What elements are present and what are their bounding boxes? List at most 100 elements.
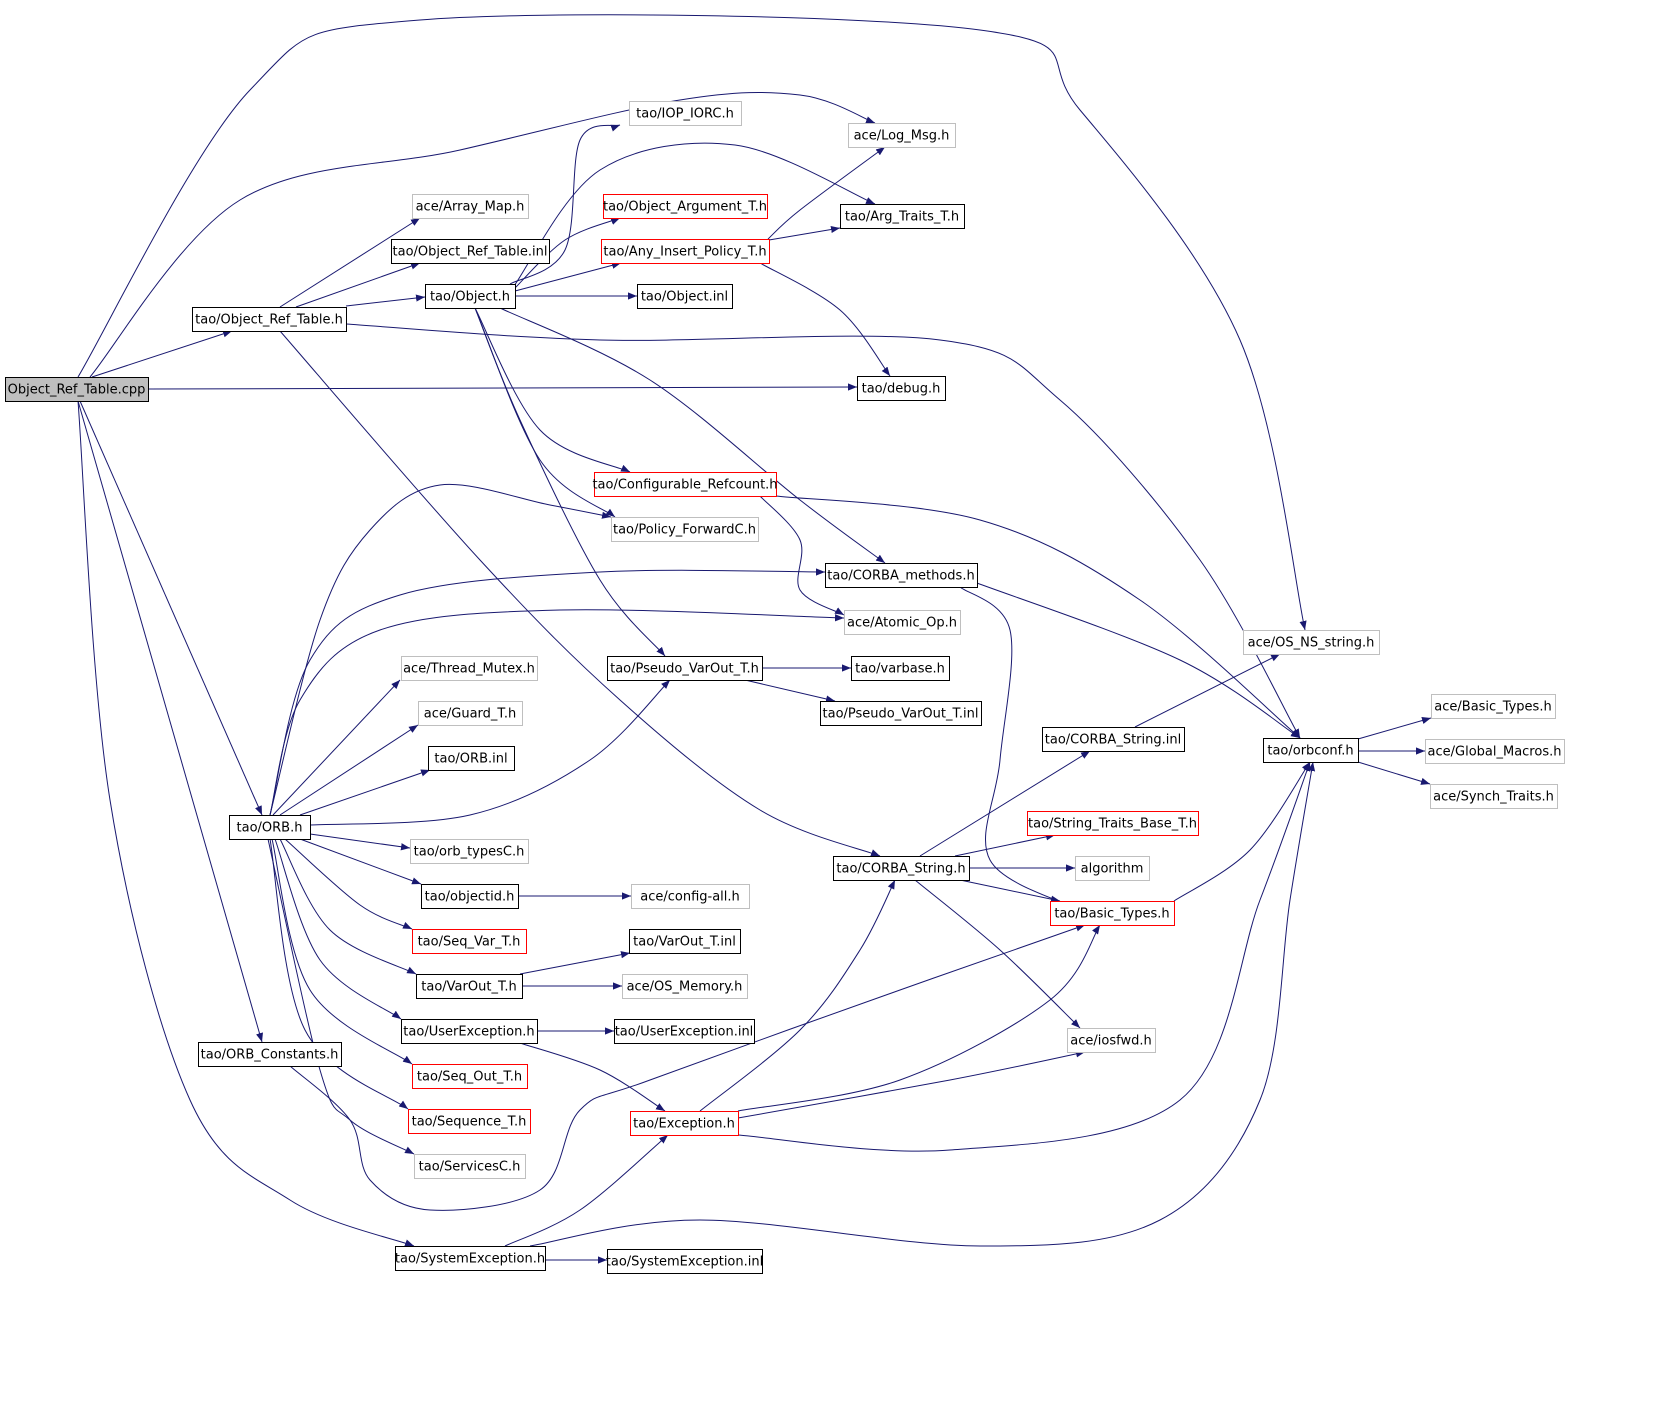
edge-corba_string-to-corba_string_inl <box>919 750 1091 857</box>
node-box <box>412 194 529 219</box>
node-object-h[interactable]: tao/Object.h <box>425 284 516 309</box>
node-corba-string-inl[interactable]: tao/CORBA_String.inl <box>1042 727 1185 752</box>
node-iop-iorc[interactable]: tao/IOP_IORC.h <box>629 101 742 126</box>
node-seq-out[interactable]: tao/Seq_Out_T.h <box>412 1064 528 1089</box>
node-algorithm[interactable]: algorithm <box>1075 856 1150 881</box>
node-label: tao/VarOut_T.h <box>421 980 516 995</box>
node-exception[interactable]: tao/Exception.h <box>630 1111 739 1136</box>
node-label: tao/Sequence_T.h <box>412 1115 527 1130</box>
node-array-map[interactable]: ace/Array_Map.h <box>412 194 529 219</box>
node-box <box>629 929 741 954</box>
node-orb-h[interactable]: tao/ORB.h <box>229 815 311 840</box>
node-guard-t[interactable]: ace/Guard_T.h <box>418 701 523 726</box>
node-sysex-inl[interactable]: tao/SystemException.inl <box>606 1249 763 1274</box>
node-config-all[interactable]: ace/config-all.h <box>631 884 750 909</box>
node-label: ace/Basic_Types.h <box>1434 700 1551 715</box>
node-box <box>1263 738 1359 763</box>
edge-sysex_h-to-exception <box>504 1134 669 1247</box>
node-box <box>418 701 523 726</box>
node-cpp[interactable]: Object_Ref_Table.cpp <box>5 377 149 402</box>
edge-object_h-to-conf_refcount <box>474 307 631 473</box>
node-label: tao/Exception.h <box>633 1117 735 1132</box>
node-orb-constants[interactable]: tao/ORB_Constants.h <box>198 1042 342 1067</box>
node-servicesc[interactable]: tao/ServicesC.h <box>414 1154 526 1179</box>
node-userex-inl[interactable]: tao/UserException.inl <box>614 1019 755 1044</box>
edge-exception-to-orbconf <box>737 761 1311 1152</box>
node-sysex-h[interactable]: tao/SystemException.h <box>395 1246 546 1271</box>
edge-exception-to-corba_string <box>699 879 896 1112</box>
node-varout-inl[interactable]: tao/VarOut_T.inl <box>629 929 741 954</box>
edge-orb_constants-to-basic_types_tao <box>289 924 1086 1211</box>
node-label: tao/ORB.inl <box>434 752 507 767</box>
node-varout[interactable]: tao/VarOut_T.h <box>416 974 523 999</box>
node-basic-types-ace[interactable]: ace/Basic_Types.h <box>1431 694 1556 719</box>
node-objectid[interactable]: tao/objectid.h <box>421 884 519 909</box>
edge-orb_h-to-servicesc <box>267 838 415 1155</box>
edge-orb_h-to-policy_fwd <box>269 483 612 816</box>
node-thread-mutex[interactable]: ace/Thread_Mutex.h <box>401 656 538 681</box>
edge-cpp-to-debug_h <box>147 383 858 391</box>
node-pseudo-varout-inl[interactable]: tao/Pseudo_VarOut_T.inl <box>820 701 982 726</box>
node-ort-h[interactable]: tao/Object_Ref_Table.h <box>192 307 347 332</box>
node-label: ace/Global_Macros.h <box>1428 745 1562 760</box>
node-arg-traits[interactable]: tao/Arg_Traits_T.h <box>840 204 965 229</box>
node-box <box>391 239 550 264</box>
edge-object_h-to-iop_iorc <box>509 124 621 285</box>
edge-cpp-to-log_msg <box>89 92 876 378</box>
node-policy-fwd[interactable]: tao/Policy_ForwardC.h <box>611 517 759 542</box>
node-seq-var[interactable]: tao/Seq_Var_T.h <box>412 929 527 954</box>
node-box <box>844 610 961 635</box>
node-userex[interactable]: tao/UserException.h <box>401 1019 538 1044</box>
edge-corba_methods-to-orbconf <box>976 582 1301 739</box>
node-orb-typesc[interactable]: tao/orb_typesC.h <box>410 839 529 864</box>
node-os-ns-string[interactable]: ace/OS_NS_string.h <box>1243 630 1380 655</box>
node-corba-string[interactable]: tao/CORBA_String.h <box>833 856 970 881</box>
node-global-macros[interactable]: ace/Global_Macros.h <box>1425 739 1565 764</box>
node-label: ace/Array_Map.h <box>416 200 525 215</box>
edge-orb_h-to-corba_methods <box>269 568 826 816</box>
edge-ort_h-to-orbconf <box>345 323 1301 739</box>
node-basic-types-tao[interactable]: tao/Basic_Types.h <box>1050 901 1175 926</box>
edge-ort_h-to-ort_inl <box>295 262 421 308</box>
edge-orbconf-to-synch_traits <box>1357 761 1431 785</box>
node-orbconf[interactable]: tao/orbconf.h <box>1263 738 1359 763</box>
node-atomic-op[interactable]: ace/Atomic_Op.h <box>844 610 961 635</box>
node-log-msg[interactable]: ace/Log_Msg.h <box>848 123 956 148</box>
edge-orb_h-to-thread_mutex <box>272 679 401 816</box>
node-synch-traits[interactable]: ace/Synch_Traits.h <box>1430 784 1558 809</box>
node-ort-inl[interactable]: tao/Object_Ref_Table.inl <box>391 239 550 264</box>
file-nodes: Object_Ref_Table.cpp tao/Object_Ref_Table… <box>5 101 1565 1274</box>
node-iosfwd[interactable]: ace/iosfwd.h <box>1067 1028 1156 1053</box>
node-debug-h[interactable]: tao/debug.h <box>857 376 946 401</box>
node-corba-methods[interactable]: tao/CORBA_methods.h <box>825 563 978 588</box>
node-label: tao/ServicesC.h <box>419 1160 521 1175</box>
edge-object_h-to-any_insert <box>514 261 622 292</box>
edge-orb_h-to-sequence_t <box>269 838 409 1110</box>
node-orb-inl[interactable]: tao/ORB.inl <box>428 746 515 771</box>
node-label: ace/OS_Memory.h <box>627 980 743 995</box>
node-box <box>408 1109 531 1134</box>
node-sequence-t[interactable]: tao/Sequence_T.h <box>408 1109 531 1134</box>
node-box <box>603 194 768 219</box>
node-varbase[interactable]: tao/varbase.h <box>851 656 950 681</box>
node-string-traits[interactable]: tao/String_Traits_Base_T.h <box>1027 811 1199 836</box>
node-pseudo-varout[interactable]: tao/Pseudo_VarOut_T.h <box>607 656 763 681</box>
node-label: tao/Policy_ForwardC.h <box>613 523 756 538</box>
node-box <box>1027 811 1199 836</box>
node-label: tao/UserException.h <box>403 1025 534 1040</box>
node-label: ace/Synch_Traits.h <box>1433 790 1554 805</box>
edge-conf_refcount-to-orbconf <box>775 495 1301 739</box>
node-any-insert[interactable]: tao/Any_Insert_Policy_T.h <box>601 239 770 264</box>
edge-basic_types_tao-to-orbconf <box>1173 761 1311 902</box>
dependency-edges <box>77 14 1432 1264</box>
node-obj-arg[interactable]: tao/Object_Argument_T.h <box>603 194 768 219</box>
node-object-inl[interactable]: tao/Object.inl <box>637 284 733 309</box>
edge-corba_string-to-iosfwd <box>914 879 1081 1029</box>
node-label: tao/CORBA_methods.h <box>827 569 974 584</box>
node-label: tao/Seq_Var_T.h <box>418 935 521 950</box>
edge-cpp-to-ort_h <box>91 330 233 378</box>
edge-orbconf-to-basic_types_ace <box>1357 717 1432 740</box>
node-conf-refcount[interactable]: tao/Configurable_Refcount.h <box>592 472 778 497</box>
node-os-memory[interactable]: ace/OS_Memory.h <box>622 974 748 999</box>
